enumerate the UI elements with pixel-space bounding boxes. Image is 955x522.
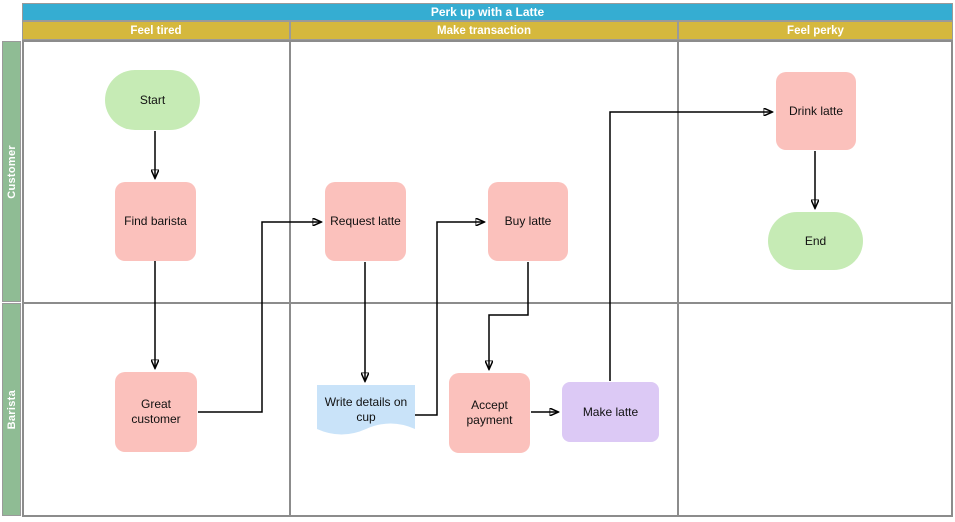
node-buy-latte[interactable]: Buy latte xyxy=(488,182,568,261)
diagram-title-bar: Perk up with a Latte xyxy=(22,3,953,21)
node-label: Find barista xyxy=(124,214,187,228)
phase-header-feel-tired: Feel tired xyxy=(22,21,290,40)
node-label: Great customer xyxy=(131,397,181,426)
node-end[interactable]: End xyxy=(768,212,863,270)
diagram-grid-frame xyxy=(22,40,953,517)
phase-label: Feel perky xyxy=(787,24,844,37)
phase-label: Make transaction xyxy=(437,24,531,37)
node-make-latte[interactable]: Make latte xyxy=(562,382,659,442)
node-label: End xyxy=(804,233,827,248)
lane-label: Barista xyxy=(5,389,18,430)
node-label: Make latte xyxy=(582,404,639,419)
diagram-title: Perk up with a Latte xyxy=(430,5,545,19)
lane-label: Customer xyxy=(5,144,18,199)
phase-divider-2 xyxy=(677,40,679,517)
lane-label-customer: Customer xyxy=(2,41,21,302)
node-label: Request latte xyxy=(330,214,401,228)
phase-header-make-transaction: Make transaction xyxy=(290,21,678,40)
node-request-latte[interactable]: Request latte xyxy=(325,182,406,261)
node-label: Write details on cup xyxy=(324,394,408,424)
node-label: Accept payment xyxy=(466,398,513,427)
node-label: Start xyxy=(139,92,166,107)
phase-label: Feel tired xyxy=(130,24,182,37)
node-accept-payment[interactable]: Accept payment xyxy=(449,373,530,453)
phase-header-feel-perky: Feel perky xyxy=(678,21,953,40)
node-write-details-on-cup[interactable]: Write details on cup xyxy=(317,385,415,442)
node-label: Buy latte xyxy=(504,214,552,228)
node-find-barista[interactable]: Find barista xyxy=(115,182,196,261)
phase-divider-1 xyxy=(289,40,291,517)
node-label: Drink latte xyxy=(788,103,844,118)
node-great-customer[interactable]: Great customer xyxy=(115,372,197,452)
lane-divider xyxy=(22,302,953,304)
node-drink-latte[interactable]: Drink latte xyxy=(776,72,856,150)
lane-label-barista: Barista xyxy=(2,303,21,516)
document-shape xyxy=(317,385,415,435)
node-start[interactable]: Start xyxy=(105,70,200,130)
